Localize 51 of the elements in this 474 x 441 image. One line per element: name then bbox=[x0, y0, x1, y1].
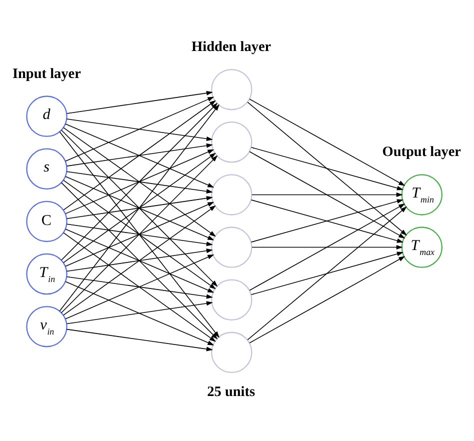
arrow bbox=[63, 179, 216, 289]
arrow bbox=[249, 203, 406, 290]
arrow bbox=[66, 142, 213, 166]
arrow bbox=[249, 256, 406, 343]
arrow bbox=[63, 100, 216, 210]
arrow bbox=[65, 201, 214, 266]
arrow bbox=[65, 148, 214, 214]
arrow bbox=[247, 101, 408, 236]
node-circle: s bbox=[26, 148, 68, 189]
arrow bbox=[66, 248, 213, 272]
arrow bbox=[252, 244, 403, 250]
arrow bbox=[250, 251, 404, 295]
label: 25 units bbox=[207, 383, 256, 400]
arrow bbox=[66, 196, 213, 219]
arrow bbox=[252, 192, 403, 196]
arrow bbox=[66, 223, 213, 246]
arrow bbox=[63, 152, 216, 262]
arrow bbox=[65, 254, 214, 319]
label: Input layer bbox=[12, 65, 81, 82]
node-circle: C bbox=[26, 200, 68, 242]
arrow bbox=[66, 170, 213, 194]
arrow bbox=[61, 182, 218, 339]
arrow bbox=[63, 232, 216, 342]
arrow bbox=[66, 118, 213, 140]
arrow bbox=[61, 102, 218, 260]
arrow bbox=[249, 98, 406, 186]
node-circle bbox=[211, 174, 252, 215]
node-circle bbox=[211, 226, 252, 268]
node-circle: d bbox=[26, 95, 68, 136]
arrow bbox=[65, 123, 214, 188]
arrow bbox=[66, 328, 213, 351]
arrow bbox=[65, 176, 214, 240]
arrow bbox=[66, 90, 213, 114]
arrow bbox=[247, 206, 408, 340]
arrow bbox=[59, 130, 220, 338]
arrow bbox=[250, 146, 404, 190]
arrow bbox=[65, 96, 214, 162]
arrow bbox=[61, 154, 218, 313]
node-circle: T$_{in}$ bbox=[26, 252, 68, 294]
node-circle: v$_{in}$ bbox=[26, 305, 68, 347]
arrow bbox=[65, 228, 214, 292]
arrow bbox=[63, 204, 216, 315]
arrow bbox=[65, 280, 214, 345]
arrow bbox=[61, 129, 218, 286]
arrow bbox=[66, 276, 213, 298]
label: Output layer bbox=[382, 144, 462, 160]
arrow bbox=[249, 150, 406, 238]
arrow bbox=[66, 300, 213, 324]
arrow bbox=[59, 104, 220, 311]
arrow bbox=[63, 126, 216, 236]
label: Hidden layer bbox=[192, 38, 272, 55]
